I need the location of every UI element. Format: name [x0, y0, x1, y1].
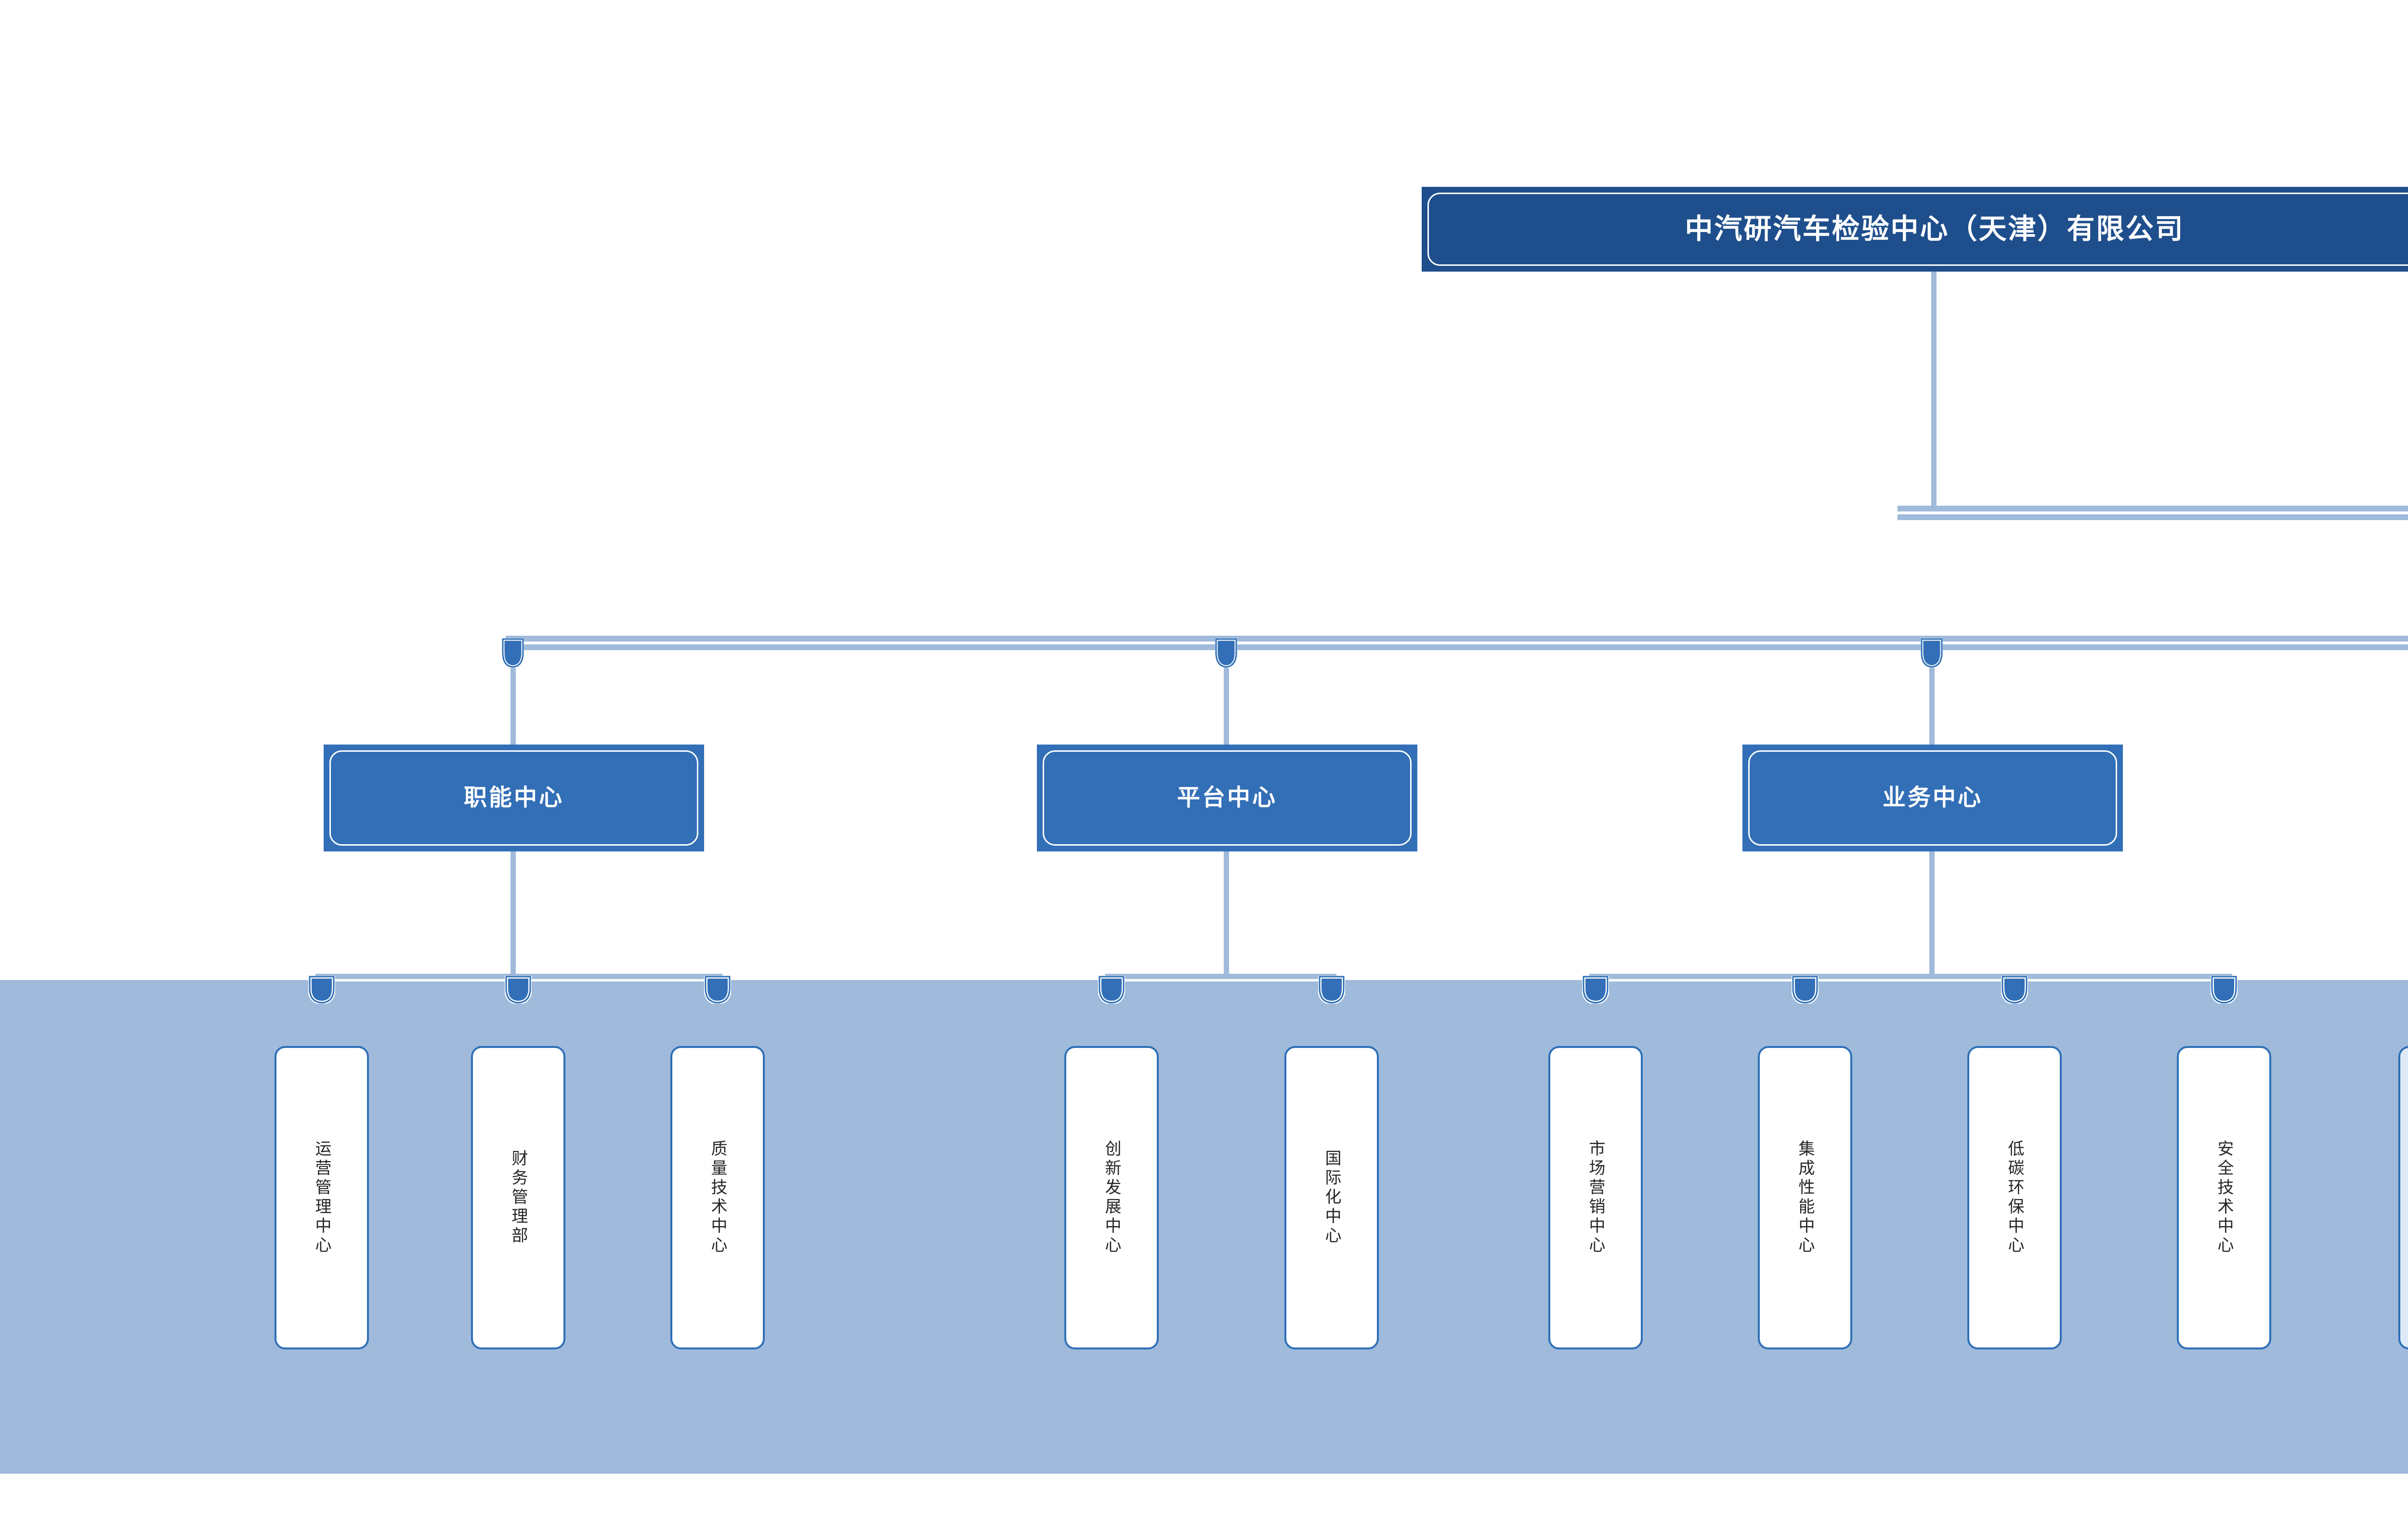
node-branch-platform-center[interactable]: 平台中心	[1037, 745, 1417, 851]
node-leaf-label: 运营管理中心	[313, 1140, 331, 1255]
connector-stem-branch-2	[1929, 851, 1935, 982]
node-branch-label: 业务中心	[1882, 785, 1983, 811]
node-leaf-label: 财务管理部	[509, 1150, 528, 1246]
connector-bus-level2-highlight	[506, 641, 2408, 644]
node-leaf-label: 安全技术中心	[2215, 1140, 2234, 1255]
node-leaf-label: 市场营销中心	[1586, 1140, 1605, 1255]
shield-connector-icon	[1921, 638, 1943, 668]
connector-bus-top-highlight	[1898, 511, 2408, 514]
connector-drop-branch-1	[1224, 660, 1229, 746]
connector-drop-branch-0	[510, 660, 516, 746]
node-leaf-label: 创新发展中心	[1102, 1140, 1121, 1255]
node-leaf-safety-technology-center[interactable]: 安全技术中心	[2177, 1046, 2271, 1349]
node-leaf-label: 低碳环保中心	[2005, 1140, 2024, 1255]
shield-connector-icon	[1582, 976, 1609, 1004]
node-leaf-finance-management-department[interactable]: 财务管理部	[471, 1046, 565, 1349]
shield-connector-icon	[2211, 976, 2238, 1004]
node-leaf-operations-management-center[interactable]: 运营管理中心	[275, 1046, 369, 1349]
connector-stem-branch-0	[510, 851, 516, 982]
node-branch-label: 平台中心	[1177, 785, 1277, 811]
node-leaf-label: 集成性能中心	[1796, 1140, 1815, 1255]
node-leaf-innovation-development-center[interactable]: 创新发展中心	[1064, 1046, 1159, 1349]
shield-connector-icon	[2001, 976, 2028, 1004]
shield-connector-icon	[1098, 976, 1125, 1004]
node-root[interactable]: 中汽研汽车检验中心（天津）有限公司	[1422, 187, 2408, 272]
connector-root-stem	[1931, 272, 1937, 509]
connector-bus-leaf-1-highlight	[1105, 979, 1336, 981]
node-leaf-low-carbon-environmental-center[interactable]: 低碳环保中心	[1967, 1046, 2062, 1349]
node-branch-business-center[interactable]: 业务中心	[1742, 745, 2123, 851]
node-root-label: 中汽研汽车检验中心（天津）有限公司	[1685, 213, 2185, 245]
shield-connector-icon	[505, 976, 532, 1004]
connector-drop-branch-2	[1929, 660, 1935, 746]
node-leaf-zhongqi-technology-beijing[interactable]: 中汽科技（北京）	[2398, 1046, 2408, 1349]
node-leaf-internationalization-center[interactable]: 国际化中心	[1284, 1046, 1379, 1349]
node-leaf-marketing-center[interactable]: 市场营销中心	[1548, 1046, 1643, 1349]
node-leaf-quality-technology-center[interactable]: 质量技术中心	[670, 1046, 765, 1349]
connector-bus-leaf-2-highlight	[1589, 979, 2232, 981]
node-leaf-label: 国际化中心	[1322, 1150, 1341, 1246]
node-leaf-integrated-performance-center[interactable]: 集成性能中心	[1758, 1046, 1852, 1349]
shield-connector-icon	[1792, 976, 1819, 1004]
shield-connector-icon	[1318, 976, 1345, 1004]
node-branch-label: 职能中心	[463, 785, 564, 811]
shield-connector-icon	[308, 976, 335, 1004]
node-leaf-label: 质量技术中心	[708, 1140, 727, 1255]
node-branch-functional-center[interactable]: 职能中心	[324, 745, 704, 851]
shield-connector-icon	[1215, 638, 1237, 668]
connector-stem-branch-1	[1224, 851, 1229, 982]
shield-connector-icon	[704, 976, 731, 1004]
shield-connector-icon	[502, 638, 524, 668]
